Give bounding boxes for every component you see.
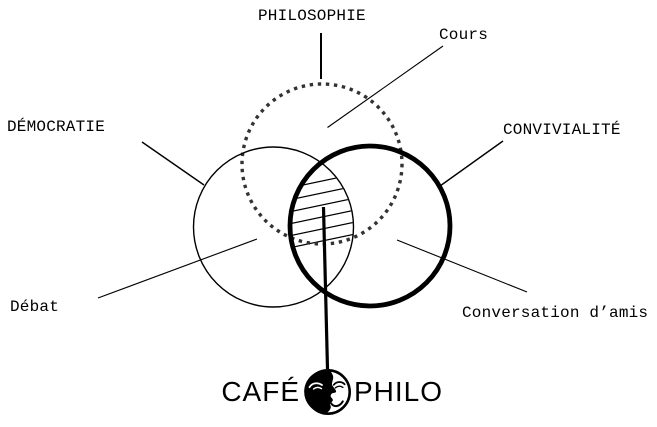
moon-face-left-eyebrow	[308, 382, 323, 389]
moon-face-icon	[304, 368, 351, 415]
moon-face-smile	[330, 400, 344, 408]
cours-pointer-line	[327, 45, 444, 128]
moon-face-right-eye	[334, 385, 344, 389]
debat-pointer-line	[97, 238, 258, 299]
logo-pointer-line	[321, 206, 330, 370]
convivialite-circle	[287, 143, 453, 309]
logo-text-philo: PHILO	[354, 376, 444, 407]
moon-face-right-eyebrow	[332, 381, 346, 386]
democratie-circle	[192, 146, 355, 308]
label-democratie: DÉMOCRATIE	[7, 118, 106, 136]
label-philosophie: PHILOSOPHIE	[258, 7, 366, 25]
annotation-debat: Débat	[10, 298, 60, 316]
label-convivialite: CONVIVIALITÉ	[503, 121, 621, 139]
moon-face-dark-half	[304, 370, 337, 414]
conversation-pointer-line	[396, 239, 528, 293]
democratie-pointer-line	[141, 141, 205, 186]
philosophie-circle	[240, 82, 404, 246]
convivialite-pointer-line	[439, 140, 504, 187]
moon-face-left-eye	[312, 386, 323, 390]
annotation-conversation: Conversation d’amis	[462, 304, 649, 322]
logo-text-cafe: CAFÉ	[221, 376, 300, 407]
annotation-cours: Cours	[439, 26, 489, 44]
